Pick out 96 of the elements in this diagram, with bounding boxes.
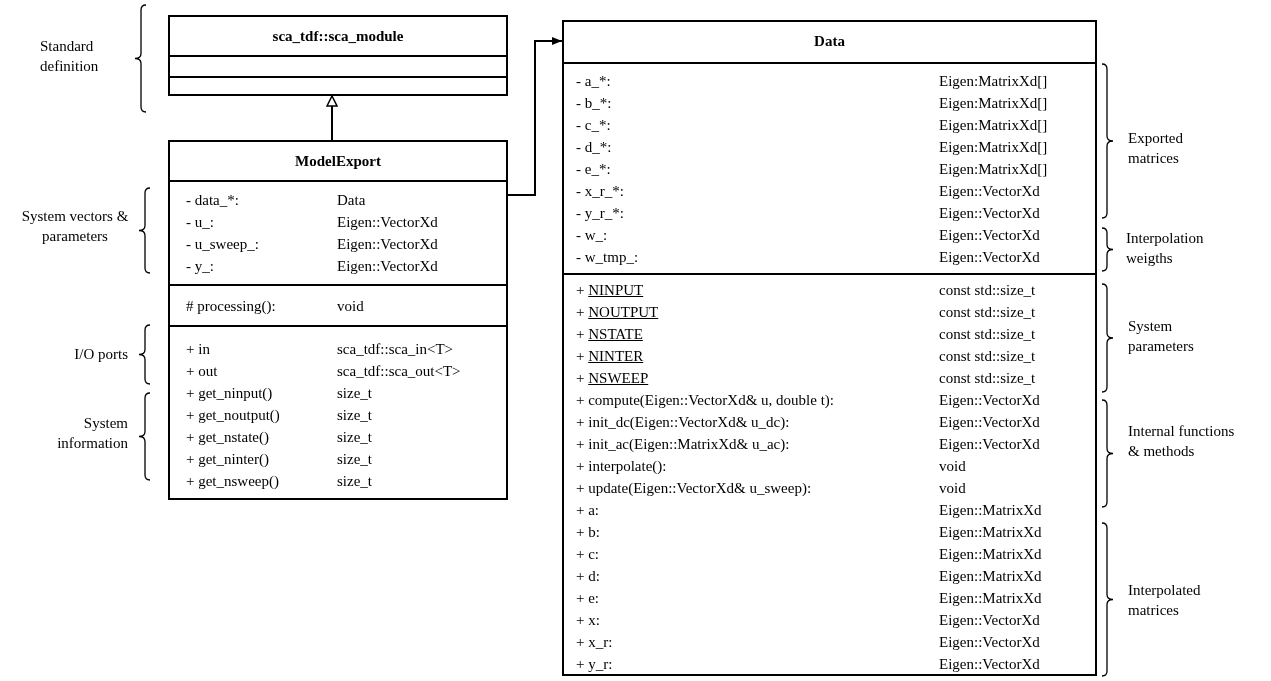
member-name: + NSWEEP [576,369,650,388]
member-name: + get_ninter() [186,450,270,469]
member-name: # processing(): [186,297,277,316]
member-name: + get_noutput() [186,406,281,425]
member-type: Eigen::VectorXd [337,213,438,232]
class-box [562,20,1097,676]
member-name: + x: [576,611,601,630]
member-type: const std::size_t [939,347,1036,366]
brace-label: Interpolated matrices [1128,581,1202,620]
class-box [168,15,508,96]
member-name: + b: [576,523,601,542]
member-type: Eigen::VectorXd [939,226,1040,245]
brace-label: System parameters [1128,317,1195,356]
member-name: + in [186,340,211,359]
member-type: Eigen::VectorXd [337,257,438,276]
member-name: + NSTATE [576,325,644,344]
member-type: const std::size_t [939,325,1036,344]
member-type: Eigen::VectorXd [939,413,1040,432]
member-type: sca_tdf::sca_out<T> [337,362,461,381]
member-name: - x_r_*: [576,182,625,201]
member-name: + get_nsweep() [186,472,280,491]
brace-label: Internal functions & methods [1128,422,1236,461]
member-name: + update(Eigen::VectorXd& u_sweep): [576,479,813,498]
member-name: - y_: [186,257,215,276]
member-name: + init_ac(Eigen::MatrixXd& u_ac): [576,435,791,454]
member-type: size_t [337,384,372,403]
member-type: Eigen::VectorXd [939,204,1040,223]
class-name: ModelExport [294,152,382,171]
member-name: - u_sweep_: [186,235,260,254]
member-name: + c: [576,545,601,564]
member-type: size_t [337,428,372,447]
member-type: Eigen::VectorXd [337,235,438,254]
member-name: + y_r: [576,655,614,674]
member-type: Eigen:MatrixXd[] [939,72,1048,91]
class-box [168,140,508,500]
member-type: void [939,479,966,498]
member-name: + get_nstate() [186,428,270,447]
member-type: Eigen::MatrixXd [939,545,1042,564]
member-type: Eigen::VectorXd [939,655,1040,674]
member-type: size_t [337,406,372,425]
inheritance-arrow [326,95,338,141]
member-name: + interpolate(): [576,457,668,476]
member-type: size_t [337,450,372,469]
member-name: - u_: [186,213,215,232]
member-name: + out [186,362,219,381]
member-name: - c_*: [576,116,612,135]
member-name: - w_: [576,226,609,245]
member-name: + x_r: [576,633,614,652]
member-name: + e: [576,589,601,608]
member-type: Eigen:MatrixXd[] [939,116,1048,135]
brace-label: Interpolation weigths [1126,229,1205,268]
member-type: Eigen::MatrixXd [939,523,1042,542]
member-type: const std::size_t [939,281,1036,300]
member-type: void [939,457,966,476]
brace-label: I/O ports [73,345,128,364]
member-type: Eigen:MatrixXd[] [939,94,1048,113]
member-type: Eigen::MatrixXd [939,567,1042,586]
brace-label: Standard definition [40,37,100,76]
member-type: const std::size_t [939,369,1036,388]
member-type: Eigen::VectorXd [939,248,1040,267]
member-name: + a: [576,501,601,520]
member-name: - y_r_*: [576,204,625,223]
member-name: - d_*: [576,138,613,157]
member-type: const std::size_t [939,303,1036,322]
member-name: + init_dc(Eigen::VectorXd& u_dc): [576,413,791,432]
member-type: Eigen::VectorXd [939,182,1040,201]
brace-label: System information [56,414,128,453]
member-type: Eigen::VectorXd [939,435,1040,454]
member-type: Eigen::VectorXd [939,391,1040,410]
member-type: Eigen::MatrixXd [939,501,1042,520]
class-name: Data [813,32,846,51]
member-name: - w_tmp_: [576,248,640,267]
class-compartment [564,273,1095,674]
member-type: void [337,297,364,316]
member-type: Eigen:MatrixXd[] [939,138,1048,157]
brace-label: System vectors & parameters [20,207,130,246]
association-arrow [507,37,563,196]
member-type: Eigen::VectorXd [939,611,1040,630]
member-name: - b_*: [576,94,613,113]
member-name: + get_ninput() [186,384,274,403]
member-name: - a_*: [576,72,612,91]
member-name: + compute(Eigen::VectorXd& u, double t): [576,391,835,410]
member-type: sca_tdf::sca_in<T> [337,340,454,359]
member-type: size_t [337,472,372,491]
member-name: + NINTER [576,347,645,366]
member-type: Data [337,191,366,210]
member-name: + NINPUT [576,281,645,300]
class-name: sca_tdf::sca_module [271,27,405,46]
member-type: Eigen::VectorXd [939,633,1040,652]
member-name: - data_*: [186,191,240,210]
member-name: - e_*: [576,160,612,179]
member-type: Eigen:MatrixXd[] [939,160,1048,179]
member-type: Eigen::MatrixXd [939,589,1042,608]
brace-label: Exported matrices [1128,129,1184,168]
member-name: + NOUTPUT [576,303,660,322]
member-name: + d: [576,567,601,586]
